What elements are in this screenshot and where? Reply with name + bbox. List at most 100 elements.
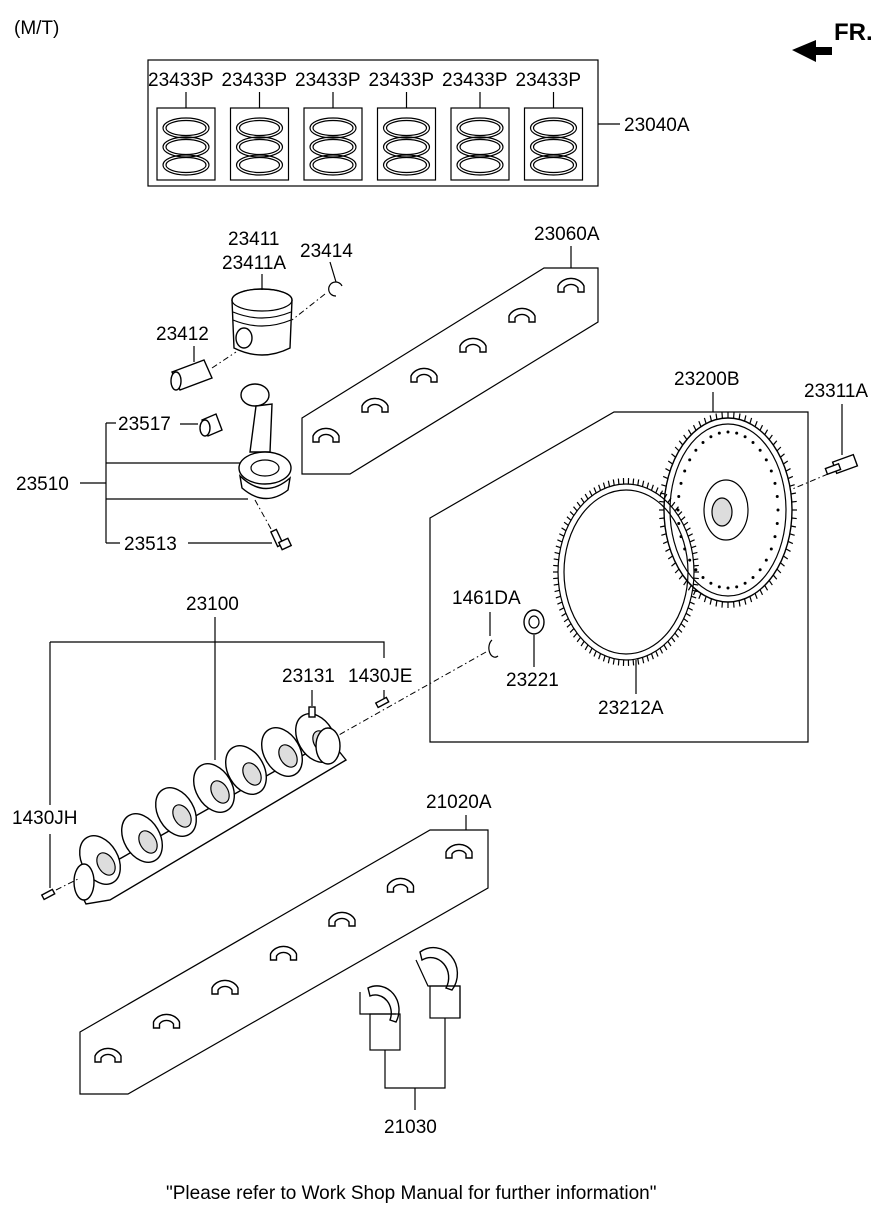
label-1461DA: 1461DA [452,588,521,609]
ring-gear-tooth [663,493,668,500]
flywheel-hole [775,522,779,526]
dowel-pin-front [40,888,56,901]
ring-gear-tooth [569,511,575,516]
ring-gear-tooth [554,551,560,555]
lower-bearing-shell [386,877,415,893]
piston-ring-inner [238,119,281,137]
flywheel-tooth [678,574,684,580]
ring-gear-tooth [602,655,606,662]
ring-gear-tooth [667,497,672,503]
lower-bearing-shell [211,979,239,995]
flywheel-hole [709,581,713,585]
piston-ring [235,154,284,176]
flywheel-hole [726,430,730,434]
axis-piston-pin [291,293,326,321]
ring-gear-tooth [580,497,585,503]
label-23311A: 23311A [804,381,868,402]
flywheel-tooth [665,548,671,552]
ring-gear-tooth [663,644,668,651]
ring-gear-tooth [687,533,693,537]
crank-journal [96,852,116,876]
front-arrow-icon [792,40,832,62]
ring-gear-tooth [659,647,664,654]
piston-ring-inner [459,138,501,156]
ring-gear-tooth [617,659,620,666]
piston-ring-inner [385,156,428,174]
ring-gear-tooth [677,511,683,516]
piston-ring [235,117,284,139]
flywheel-tooth [715,600,718,607]
ring-gear-tooth [573,506,578,512]
ring-gear-tooth [602,482,606,489]
label-23510: 23510 [16,474,69,495]
crank-journal [172,804,192,828]
lower-bearing-shell [94,1047,122,1063]
flywheel-hole [694,568,698,572]
flywheel-tooth [749,596,753,603]
piston-ring-inner [165,138,207,156]
flywheel-tooth [659,517,665,520]
flywheel-tooth [678,440,684,446]
ring-gear-tooth [692,589,698,593]
leader-crank-bracket [49,641,385,805]
ring-gear-tooth [632,478,635,485]
flywheel-tooth [661,533,667,536]
label-23513: 23513 [124,534,177,555]
flywheel-tooth [776,446,782,452]
upper-bearing-shell [508,307,536,323]
ring-gear-tooth [557,539,563,543]
piston-ring-inner [385,119,428,137]
ring-gear-tooth [561,612,567,617]
ring-gear-tooth [689,601,695,605]
ring-gear-tooth [566,516,572,521]
label-23433P: 23433P [442,70,508,91]
ring-gear-tooth [598,653,602,660]
flywheel-tooth [789,484,795,487]
flywheel-tooth [790,492,797,495]
piston-ring-inner [532,119,575,137]
flywheel-tooth [791,500,797,503]
ring-gear-tooth [576,637,581,643]
lower-bearing-shell [328,911,356,927]
flywheel-tooth [780,562,785,567]
label-23433P: 23433P [295,70,361,91]
label-1430JH: 1430JH [12,808,78,829]
snap-ring [328,281,343,297]
ring-gear-tooth [659,490,664,497]
piston-ring-inner [385,138,428,156]
flywheel-tooth [768,580,773,586]
leader-21030 [384,1018,446,1110]
crank-pulley-end [73,863,95,901]
ring-gear-tooth [566,623,572,628]
ring-gear-tooth [612,479,615,486]
piston-ring-inner [532,138,575,156]
piston-ring [456,117,504,139]
crank-journal [242,762,262,786]
ring-gear-tooth [683,618,689,623]
flywheel-hole [701,440,705,444]
flywheel-hole [751,440,755,444]
flywheel-hole [717,431,721,435]
label-23131: 23131 [282,666,335,687]
ring-box [523,107,584,181]
flywheel-hole [743,435,747,439]
crank-journal [138,830,158,854]
piston-ring-inner [459,156,501,174]
ring-gear-tooth [650,653,654,660]
ring-box [229,107,290,181]
conrod-bolt [269,528,293,551]
flywheel-hole [688,558,692,562]
ring-gear-tooth [557,601,563,605]
ring-gear-tooth [685,612,691,617]
ring-gear-tooth [569,628,575,633]
piston-ring-inner [165,156,207,174]
crank-flange [315,727,341,765]
flywheel-tooth [715,413,718,420]
ring-box [450,107,510,181]
flywheel-hole [676,508,680,512]
flywheel-tooth [785,468,791,472]
flywheel-bolt [824,453,859,476]
flywheel-tooth [738,413,741,420]
